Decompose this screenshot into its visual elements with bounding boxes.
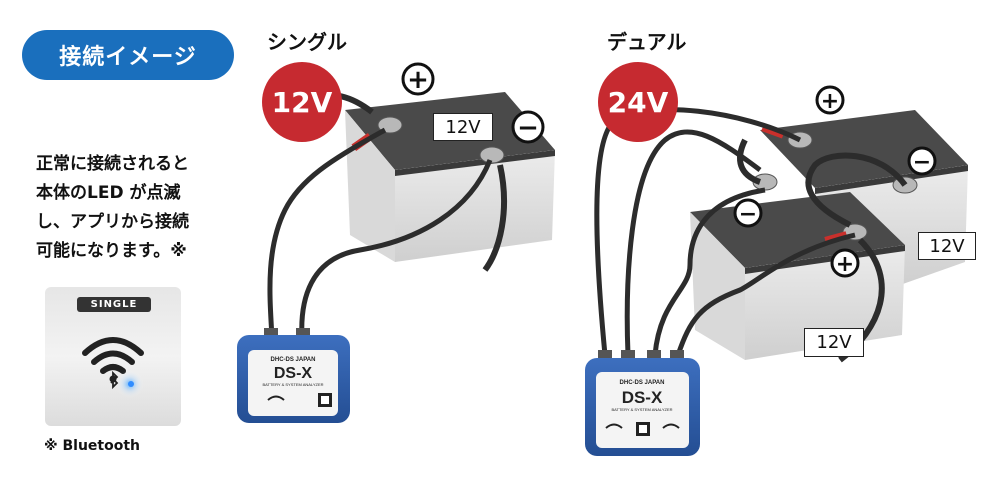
plus-terminal-icon	[401, 62, 435, 96]
single-cable-positive	[267, 127, 387, 339]
device-model: DS-X	[274, 365, 313, 382]
bluetooth-icon	[110, 370, 119, 390]
single-heading: シングル	[267, 30, 347, 54]
dual-cable-2	[624, 129, 762, 356]
minus-symbol: −	[913, 150, 931, 175]
description-line: 本体のLED が点滅	[36, 183, 181, 203]
single-system-voltage: 12V	[262, 62, 342, 142]
qr-code-icon	[318, 393, 332, 407]
device-brand: DHC-DS JAPAN	[271, 357, 316, 363]
dual-cable-4	[675, 232, 856, 356]
description-line: 正常に接続されると	[36, 154, 189, 174]
wifi-icon	[267, 395, 285, 401]
minus-symbol: −	[517, 113, 539, 143]
title-badge: 接続イメージ	[22, 30, 234, 80]
minus-symbol: −	[739, 202, 757, 227]
plus-terminal-icon	[815, 85, 845, 115]
device-subtitle: BATTERY & SYSTEM ANALYZER	[262, 382, 323, 387]
minus-terminal-icon	[511, 110, 545, 144]
minus-terminal-icon	[907, 146, 937, 176]
photo-mode-label: SINGLE	[77, 297, 151, 312]
single-cable-negative	[299, 159, 493, 339]
plus-symbol: +	[836, 252, 854, 277]
single-battery-voltage: 12V	[433, 113, 493, 141]
description-text: 正常に接続されると 本体のLED が点滅 し、アプリから接続 可能になります。※	[36, 150, 246, 266]
dual-front-battery-voltage: 12V	[804, 328, 864, 357]
dual-back-battery-voltage: 12V	[918, 232, 976, 260]
dual-system-voltage: 24V	[598, 62, 678, 142]
device-model: DS-X	[622, 388, 663, 407]
dual-heading: デュアル	[607, 30, 687, 54]
wifi-icon	[82, 337, 144, 356]
device-brand: DHC-DS JAPAN	[620, 380, 665, 386]
series-link-cable	[805, 152, 908, 228]
qr-code-icon	[636, 422, 650, 436]
wifi-icon	[605, 423, 623, 429]
minus-terminal-icon	[733, 198, 763, 228]
plus-symbol: +	[821, 89, 839, 114]
wifi-bluetooth-graphic	[82, 337, 144, 398]
single-device	[237, 328, 350, 423]
dual-device	[585, 350, 700, 456]
plus-terminal-icon	[830, 248, 860, 278]
plus-symbol: +	[407, 65, 429, 95]
footnote: ※ Bluetooth	[44, 438, 141, 454]
description-line: し、アプリから接続	[36, 212, 189, 232]
device-led-photo: SINGLE	[45, 287, 181, 426]
dual-cable-3	[652, 187, 766, 356]
wifi-icon	[662, 423, 680, 429]
description-line: 可能になります。※	[36, 241, 187, 261]
device-subtitle: BATTERY & SYSTEM ANALYZER	[611, 407, 672, 412]
